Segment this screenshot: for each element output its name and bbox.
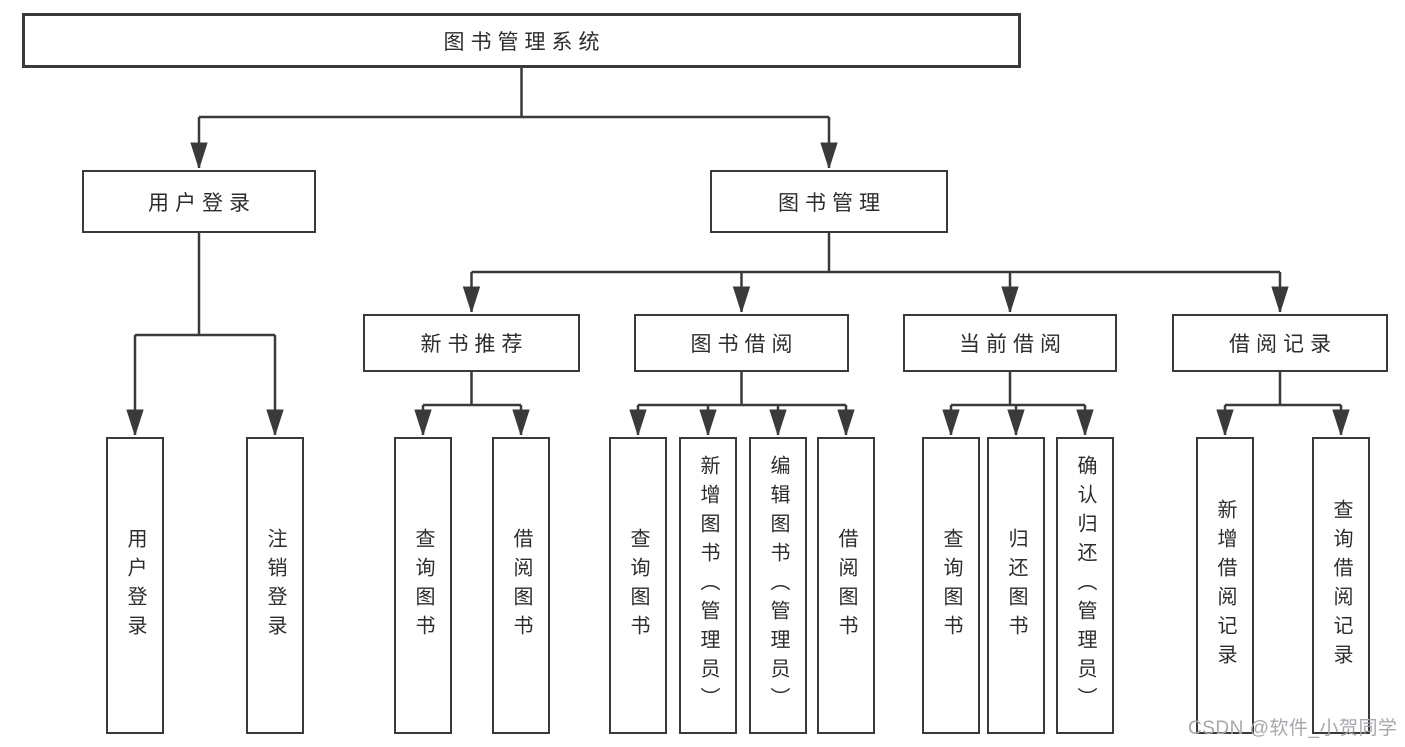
node-borrow-record: 借阅记录 bbox=[1172, 314, 1388, 372]
node-book-management: 图书管理 bbox=[710, 170, 948, 233]
node-user-login: 用户登录 bbox=[82, 170, 316, 233]
leaf-add-book-admin: 新增图书（管理员） bbox=[679, 437, 737, 734]
leaf-user-login: 用户登录 bbox=[106, 437, 164, 734]
leaf-return-book: 归还图书 bbox=[987, 437, 1045, 734]
leaf-borrow-book-recommend: 借阅图书 bbox=[492, 437, 550, 734]
leaf-logout: 注销登录 bbox=[246, 437, 304, 734]
leaf-confirm-return-admin: 确认归还（管理员） bbox=[1056, 437, 1114, 734]
leaf-query-borrow-record: 查询借阅记录 bbox=[1312, 437, 1370, 734]
node-root-library-system: 图书管理系统 bbox=[22, 13, 1021, 68]
csdn-watermark: CSDN @软件_小贺同学 bbox=[1188, 718, 1398, 739]
leaf-query-book-recommend: 查询图书 bbox=[394, 437, 452, 734]
leaf-edit-book-admin: 编辑图书（管理员） bbox=[749, 437, 807, 734]
leaf-query-book-current: 查询图书 bbox=[922, 437, 980, 734]
node-book-borrow: 图书借阅 bbox=[634, 314, 849, 372]
node-current-borrow: 当前借阅 bbox=[903, 314, 1117, 372]
node-new-book-recommend: 新书推荐 bbox=[363, 314, 580, 372]
leaf-add-borrow-record: 新增借阅记录 bbox=[1196, 437, 1254, 734]
leaf-query-book-borrow: 查询图书 bbox=[609, 437, 667, 734]
leaf-borrow-book: 借阅图书 bbox=[817, 437, 875, 734]
